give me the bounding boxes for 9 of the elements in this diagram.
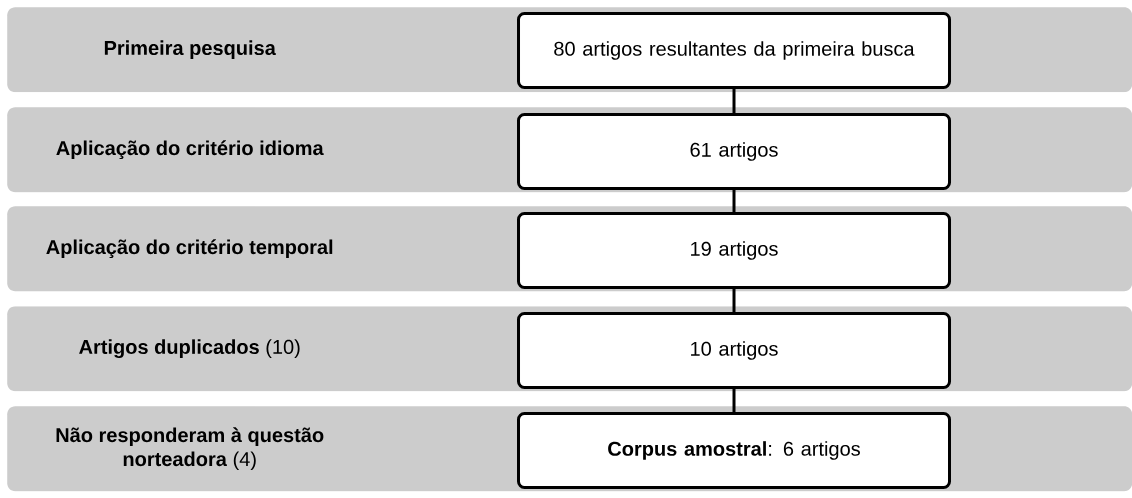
process-box: 61 artigos — [517, 113, 951, 190]
process-box: 80 artigos resultantes da primeira busca — [517, 12, 951, 89]
connector-line — [732, 89, 736, 113]
connector-line — [732, 389, 736, 412]
connector-line — [732, 289, 736, 312]
process-box: 10 artigos — [517, 312, 951, 389]
connector-line — [732, 190, 736, 212]
process-box: Corpus amostral: 6 artigos — [517, 412, 951, 489]
process-box: 19 artigos — [517, 212, 951, 289]
